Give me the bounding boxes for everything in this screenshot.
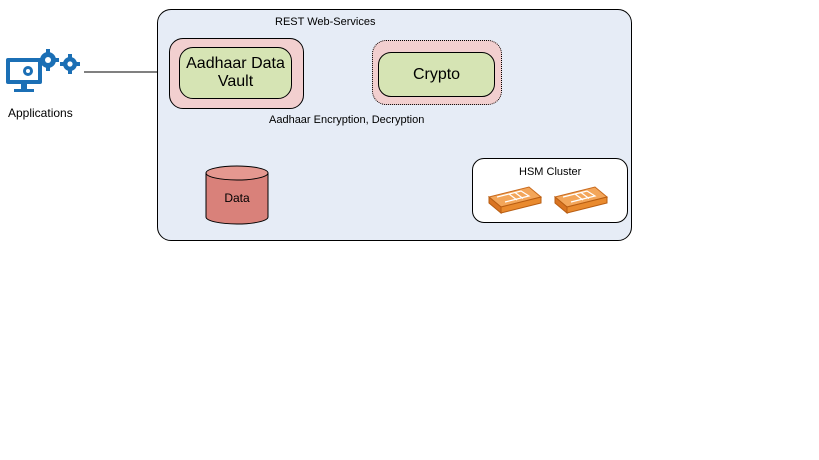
database-cylinder-icon bbox=[205, 165, 269, 225]
hsm-cluster-label: HSM Cluster bbox=[519, 166, 582, 178]
applications-label: Applications bbox=[8, 106, 73, 120]
hsm-device-icon bbox=[553, 186, 609, 215]
crypto-node: Crypto bbox=[378, 52, 495, 97]
hsm-cluster-box bbox=[472, 158, 628, 223]
encryption-decryption-label: Aadhaar Encryption, Decryption bbox=[269, 114, 425, 126]
rest-web-services-label: REST Web-Services bbox=[275, 16, 376, 28]
applications-monitor-gears-icon bbox=[6, 49, 80, 92]
hsm-device-icon bbox=[487, 186, 543, 215]
database-label: Data bbox=[224, 191, 250, 205]
aadhaar-data-vault-node: Aadhaar Data Vault bbox=[179, 47, 292, 99]
